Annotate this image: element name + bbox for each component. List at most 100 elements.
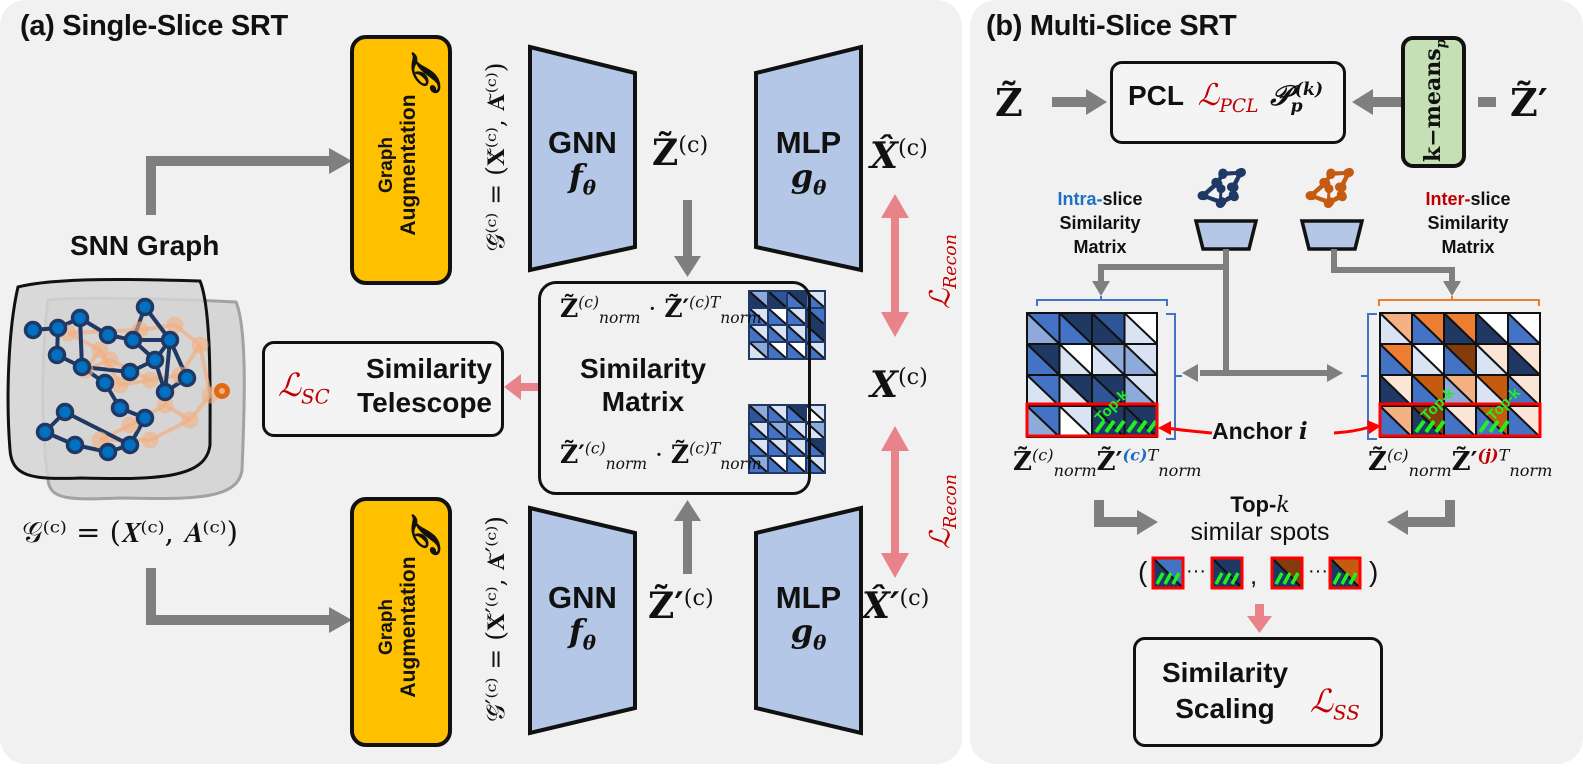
topk-close-paren: ): [1369, 556, 1379, 587]
cell-diagonal: [1212, 558, 1242, 588]
matrix-cell: [1507, 312, 1541, 345]
term-sup: (c): [1386, 445, 1409, 465]
cell-diagonal: [786, 341, 807, 360]
term-sub: norm: [720, 455, 762, 473]
scaling-title: Similarity Scaling: [1150, 655, 1300, 727]
mlp-symbol: g: [790, 612, 814, 650]
term-base: Z̃: [1368, 447, 1387, 477]
cell-diagonal: [1123, 374, 1158, 407]
term-base: Z̃′: [1096, 447, 1123, 477]
graph-node: [110, 398, 130, 418]
topk-stripe: [1163, 572, 1173, 585]
inter-rest: slice: [1470, 189, 1511, 209]
topk-stripe: [1348, 572, 1358, 585]
matrix-cell: [786, 307, 807, 326]
x-hat-top: X̂(c): [870, 135, 928, 177]
snn-graph-label: SNN Graph: [70, 230, 220, 261]
cluster-spot: [1216, 184, 1226, 194]
cluster-spot: [1236, 167, 1246, 177]
cell-diagonal: [1272, 558, 1302, 588]
matrix-cell: [1507, 343, 1541, 376]
scaling-loss: ℒSS: [1310, 682, 1360, 723]
title-line1: Similarity: [579, 353, 707, 384]
cell-diagonal: [1026, 312, 1061, 345]
telescope-loss: ℒSC: [278, 366, 330, 407]
graph-node: [120, 435, 140, 455]
cell-diagonal: [1058, 343, 1093, 376]
cell-diagonal: [748, 421, 769, 440]
term-sup: (c)T: [689, 439, 721, 458]
cell-diagonal: [1026, 405, 1061, 438]
topk-bold: Top-: [1230, 492, 1277, 517]
intra-routing-lines: [1098, 249, 1455, 376]
mlp-function: gθ: [756, 157, 861, 197]
term-sub: norm: [1509, 461, 1553, 481]
title-line1: Similarity: [365, 353, 492, 384]
topk-stripe: [1488, 419, 1500, 434]
matrix-cell: [1026, 312, 1061, 345]
arrowhead-aug-top: [329, 148, 352, 174]
inter-anchor-row-highlight: [1378, 402, 1542, 438]
arrow-topk-to-scaling-head: [1247, 616, 1272, 633]
title-line2: Telescope: [357, 387, 492, 418]
matrix-cell: [1026, 374, 1061, 407]
cluster-spot: [1215, 199, 1225, 209]
cell-diagonal: [767, 421, 788, 440]
term-sub: norm: [720, 309, 762, 327]
topk-stripe: [1214, 572, 1224, 585]
matrix-cell: [1507, 374, 1541, 407]
cell-diagonal: [1411, 343, 1445, 376]
z-tilde-left: Z̃: [995, 80, 1023, 125]
arrow-matrix-to-telescope: [504, 374, 538, 400]
cell-highlight: [1151, 556, 1185, 590]
mlp-label: MLP: [775, 580, 842, 615]
cell-diagonal: [1411, 405, 1445, 438]
cluster-spot: [1337, 182, 1347, 192]
cell-diagonal: [1091, 374, 1126, 407]
graph-edge: [64, 410, 131, 447]
cell-highlight: [1270, 556, 1304, 590]
arrow-graph-to-aug-bottom: [146, 568, 330, 625]
graph-node: [70, 308, 90, 328]
cell-diagonal: [748, 341, 769, 360]
topk-stripe: [1146, 419, 1158, 434]
loss-script: ℒ: [923, 288, 957, 309]
matrix-cell: [1091, 343, 1126, 376]
inter-line3: Matrix: [1441, 237, 1495, 257]
graph-nodes: [23, 297, 230, 462]
cluster-spot: [1305, 191, 1315, 201]
anchor-arrowhead-right: [1367, 420, 1381, 434]
intra-slice-matrix-grid: [1026, 312, 1158, 438]
cell-diagonal: [1379, 312, 1413, 345]
similarity-matrix-bottom-grid: [748, 404, 826, 474]
graph-node-augmented: [111, 376, 129, 394]
loss-subscript: SC: [301, 385, 330, 409]
graph-node: [177, 368, 197, 388]
matrix-cell: [1443, 312, 1477, 345]
term-base: Z̃: [560, 294, 579, 323]
pcl-content: PCL ℒPCL 𝒫p(k): [1128, 78, 1323, 116]
term-sup-colored: (j): [1477, 445, 1499, 465]
cell-diagonal: [1443, 405, 1477, 438]
graph-node: [23, 320, 43, 340]
topk-comma: ,: [1250, 560, 1258, 590]
topk-spot-cell: [1151, 556, 1185, 590]
arrow-topk-to-scaling-shaft: [1255, 604, 1264, 618]
graph-augmentation-top: Graph Augmentation 𝓣: [350, 35, 452, 285]
cluster-spot: [1218, 168, 1228, 178]
graph-node: [120, 362, 140, 382]
term-sup: (c): [584, 439, 606, 458]
graph-node: [65, 435, 85, 455]
mlp-subscript: θ: [813, 630, 827, 655]
loss-script: ℒ: [923, 528, 957, 549]
topk-stripe: [1126, 419, 1138, 434]
title-line2: Scaling: [1175, 693, 1275, 724]
matrix-cell: [1507, 405, 1541, 438]
loss-subscript: SS: [1333, 701, 1360, 725]
topk-stripe: [1434, 419, 1446, 434]
proto-sub: p: [1290, 96, 1303, 117]
gnn-label: GNN: [548, 580, 617, 615]
gnn-symbol: f: [569, 157, 583, 195]
cell-diagonal: [767, 324, 788, 343]
term-sup: (c): [578, 293, 600, 312]
